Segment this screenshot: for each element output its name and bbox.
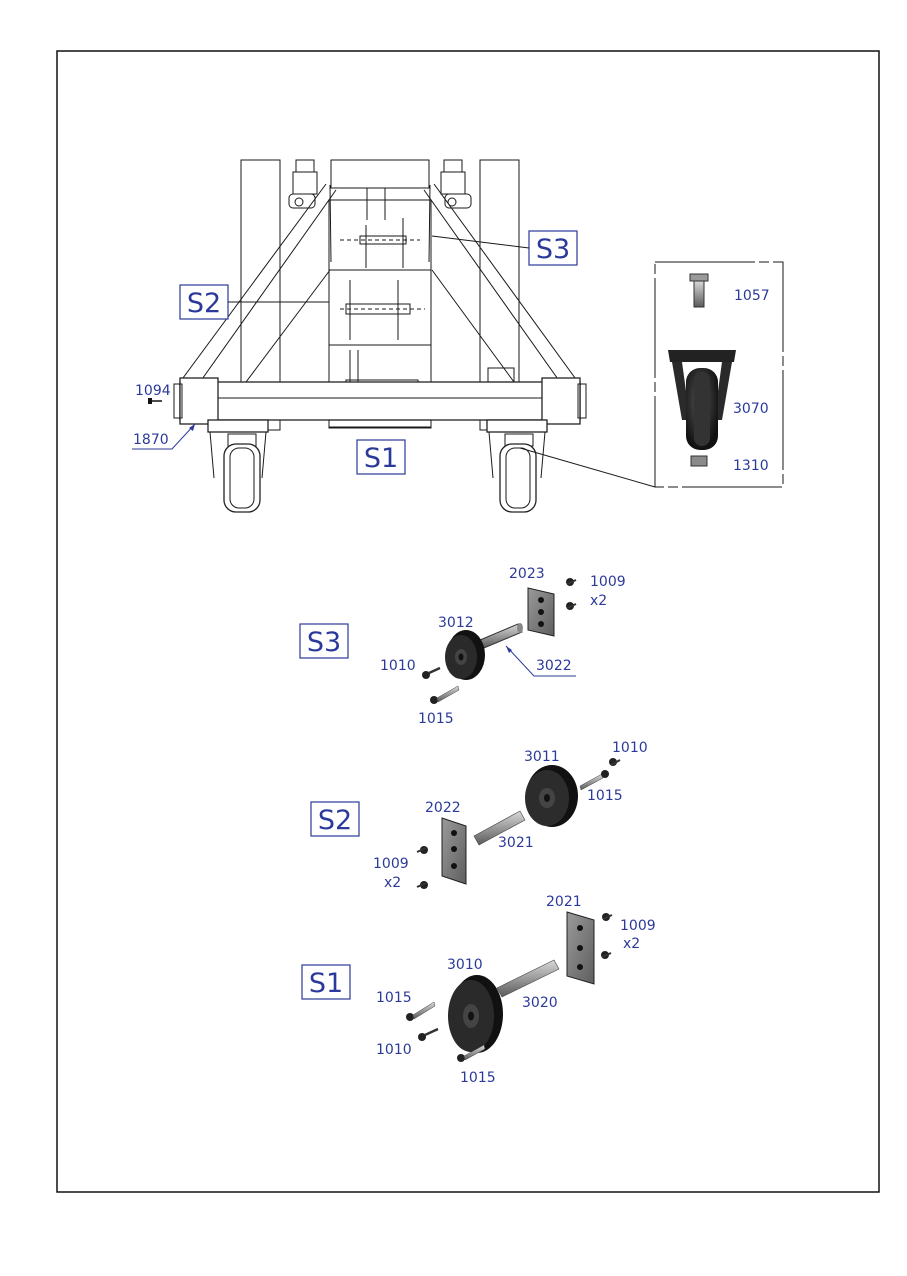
s2-group-title: S2 <box>318 805 352 836</box>
bolt-1015-icon <box>430 686 459 704</box>
axle-3020-icon <box>497 960 559 997</box>
pulley-3012-icon <box>445 630 485 680</box>
bolt-1057-icon <box>690 274 708 307</box>
bolt-1010-icon <box>422 668 440 679</box>
pulley-3011-icon <box>525 765 578 827</box>
s1-exploded-group: S1 2021 1009 x2 3020 3010 <box>302 894 656 1086</box>
bolt-1010-icon <box>418 1029 438 1041</box>
caster-3070-icon <box>668 350 736 450</box>
callout-1310: 1310 <box>733 458 769 474</box>
part-number-label: 2023 <box>509 566 545 582</box>
part-number-label: 1015 <box>376 990 412 1006</box>
callout-1057: 1057 <box>734 288 770 304</box>
part-number-label: 3021 <box>498 835 534 851</box>
part-number-label: 3020 <box>522 995 558 1011</box>
part-number-label: 1870 <box>133 432 169 448</box>
s3-group-title: S3 <box>307 627 341 658</box>
part-number-label: 1010 <box>376 1042 412 1058</box>
part-number-label: 1015 <box>418 711 454 727</box>
screws-1009-icon <box>566 578 576 610</box>
svg-text:S1: S1 <box>364 443 398 474</box>
svg-text:S2: S2 <box>187 288 221 319</box>
caster-left <box>208 420 268 512</box>
screws-1009-icon <box>417 846 428 889</box>
nut-1310-icon <box>691 456 707 466</box>
pulley-3010-icon <box>448 975 503 1053</box>
part-number-label: 3010 <box>447 957 483 973</box>
callout-1094: 1094 <box>135 383 171 399</box>
plate-2023-icon <box>528 588 554 636</box>
svg-text:S3: S3 <box>536 234 570 265</box>
part-number-label: 3011 <box>524 749 560 765</box>
part-number-label: 1010 <box>612 740 648 756</box>
section-marker-s1: S1 <box>357 440 405 474</box>
part-number-label: 3022 <box>536 658 572 674</box>
part-number-label: 2021 <box>546 894 582 910</box>
bolt-1010-icon <box>609 758 620 766</box>
plate-2022-icon <box>442 818 466 884</box>
part-number-label: x2 <box>590 593 607 609</box>
part-number-label: x2 <box>384 875 401 891</box>
part-number-label: 1015 <box>460 1070 496 1086</box>
s2-exploded-group: S2 3011 1010 1015 3021 2022 <box>311 740 648 891</box>
plate-2021-icon <box>567 912 594 984</box>
part-number-label: 1010 <box>380 658 416 674</box>
part-number-label: 1009 <box>590 574 626 590</box>
caster-detail-box: 1057 3070 1310 <box>520 262 783 487</box>
part-number-label: 2022 <box>425 800 461 816</box>
top-clamp-right <box>441 160 471 208</box>
screws-1009-icon <box>601 913 612 959</box>
part-number-label: 1009 <box>620 918 656 934</box>
part-number-label: 3012 <box>438 615 474 631</box>
bolt-1015-icon <box>580 770 609 790</box>
axle-3022-icon <box>480 623 523 648</box>
section-marker-s2: S2 <box>180 285 329 319</box>
top-clamp-left <box>289 160 317 208</box>
callout-3070: 3070 <box>733 401 769 417</box>
part-number-label: x2 <box>623 936 640 952</box>
s3-exploded-group: S3 2023 1009 x2 3022 3012 <box>300 566 626 727</box>
section-marker-s3: S3 <box>432 231 577 265</box>
part-number-label: 1015 <box>587 788 623 804</box>
part-number-label: 1009 <box>373 856 409 872</box>
callout-1870: 1870 <box>132 424 195 449</box>
s1-group-title: S1 <box>309 968 343 999</box>
caster-right <box>487 420 547 512</box>
